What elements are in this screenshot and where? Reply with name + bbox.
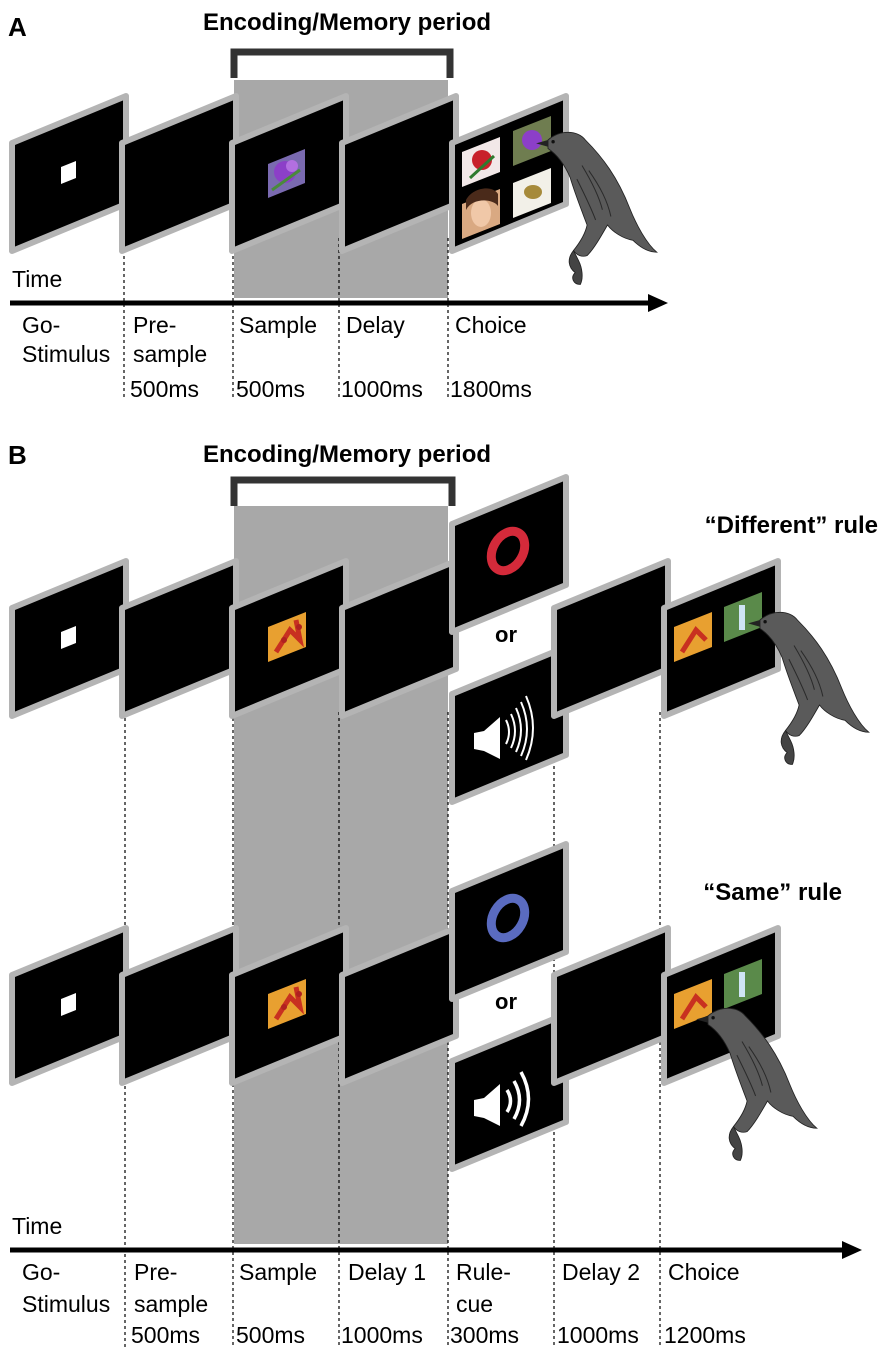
- choice-image-painting: [674, 612, 712, 662]
- row-different: or: [9, 474, 870, 805]
- row-same: or: [9, 841, 818, 1172]
- phase-dividers-a: [123, 238, 449, 400]
- same-rule-label: “Same” rule: [703, 879, 842, 906]
- go-square-icon: [61, 626, 76, 649]
- time-axis-b: [10, 1241, 862, 1259]
- phase-b-1-name2: sample: [134, 1291, 208, 1317]
- choice-image-rose: [462, 137, 500, 187]
- screen-choice-b1: [661, 558, 781, 719]
- screen-presample-a: [119, 93, 239, 254]
- flower-image-icon: [268, 149, 305, 198]
- screen-go-stimulus-b2: [9, 925, 129, 1086]
- choice-image-painting: [674, 979, 712, 1029]
- phase-b-6-name1: Choice: [668, 1259, 740, 1285]
- choice-image-waterfall: [724, 959, 762, 1009]
- phase-a-1-name1: Pre-: [133, 312, 176, 338]
- panel-b-letter: B: [8, 440, 27, 470]
- phase-b-0-name2: Stimulus: [22, 1291, 110, 1317]
- time-axis-a: [10, 294, 668, 312]
- panel-b: B Encoding/Memory period “Different” rul…: [8, 440, 878, 1348]
- screen-rule-cue-visual-different: [449, 474, 569, 635]
- screen-presample-b2: [119, 925, 239, 1086]
- encoding-bracket-a: [230, 48, 454, 78]
- phase-b-1-duration: 500ms: [131, 1322, 200, 1348]
- phase-b-1-name1: Pre-: [134, 1259, 177, 1285]
- screen-go-stimulus-b1: [9, 558, 129, 719]
- phase-a-1-duration: 500ms: [130, 376, 199, 402]
- phase-a-4-duration: 1800ms: [450, 376, 532, 402]
- encoding-bracket-b: [230, 476, 456, 506]
- phase-a-3-name1: Delay: [346, 312, 405, 338]
- phase-b-2-name1: Sample: [239, 1259, 317, 1285]
- phase-a-3-duration: 1000ms: [341, 376, 423, 402]
- phase-a-0-name2: Stimulus: [22, 341, 110, 367]
- phase-b-4-name2: cue: [456, 1291, 493, 1317]
- choice-image-face: [462, 188, 500, 239]
- time-label-b: Time: [12, 1213, 62, 1239]
- ring-cue-icon: [486, 526, 530, 576]
- screen-delay1-b1: [339, 558, 459, 719]
- phase-a-4-name1: Choice: [455, 312, 527, 338]
- different-rule-label: “Different” rule: [705, 512, 878, 539]
- screen-rule-cue-auditory-different: [449, 644, 569, 805]
- screen-rule-cue-auditory-same: [449, 1011, 569, 1172]
- or-label-same: or: [495, 989, 517, 1014]
- phase-b-6-duration: 1200ms: [664, 1322, 746, 1348]
- encoding-title-b: Encoding/Memory period: [203, 441, 491, 468]
- speaker-icon: [474, 1071, 531, 1127]
- screen-delay2-b1: [551, 558, 671, 719]
- painting-image-icon: [268, 979, 306, 1029]
- choice-image-waterfall: [724, 592, 762, 642]
- screen-go-stimulus-a: [9, 93, 129, 254]
- ring-cue-icon: [486, 893, 530, 943]
- phase-a-2-name1: Sample: [239, 312, 317, 338]
- encoding-title-a: Encoding/Memory period: [203, 9, 491, 36]
- phase-a-1-name2: sample: [133, 341, 207, 367]
- panel-a-letter: A: [8, 12, 27, 42]
- go-square-icon: [61, 161, 76, 184]
- or-label-different: or: [495, 622, 517, 647]
- panel-a: A Encoding/Memory period: [8, 9, 668, 402]
- phase-b-4-duration: 300ms: [450, 1322, 519, 1348]
- screen-delay2-b2: [551, 925, 671, 1086]
- phase-b-0-name1: Go-: [22, 1259, 60, 1285]
- go-square-icon: [61, 993, 76, 1016]
- phase-b-5-duration: 1000ms: [557, 1322, 639, 1348]
- painting-image-icon: [268, 612, 306, 662]
- speaker-icon: [474, 695, 534, 761]
- time-label-a: Time: [12, 266, 62, 292]
- phase-b-3-name1: Delay 1: [348, 1259, 426, 1285]
- choice-image-flower: [513, 116, 551, 166]
- screen-delay1-b2: [339, 925, 459, 1086]
- screen-choice-a: [449, 93, 569, 254]
- phase-a-0-name1: Go-: [22, 312, 60, 338]
- phase-b-2-duration: 500ms: [236, 1322, 305, 1348]
- phase-a-2-duration: 500ms: [236, 376, 305, 402]
- phase-b-4-name1: Rule-: [456, 1259, 511, 1285]
- choice-image-bird: [513, 168, 551, 218]
- phase-b-3-duration: 1000ms: [341, 1322, 423, 1348]
- phase-b-5-name1: Delay 2: [562, 1259, 640, 1285]
- screen-rule-cue-visual-same: [449, 841, 569, 1002]
- screen-presample-b1: [119, 558, 239, 719]
